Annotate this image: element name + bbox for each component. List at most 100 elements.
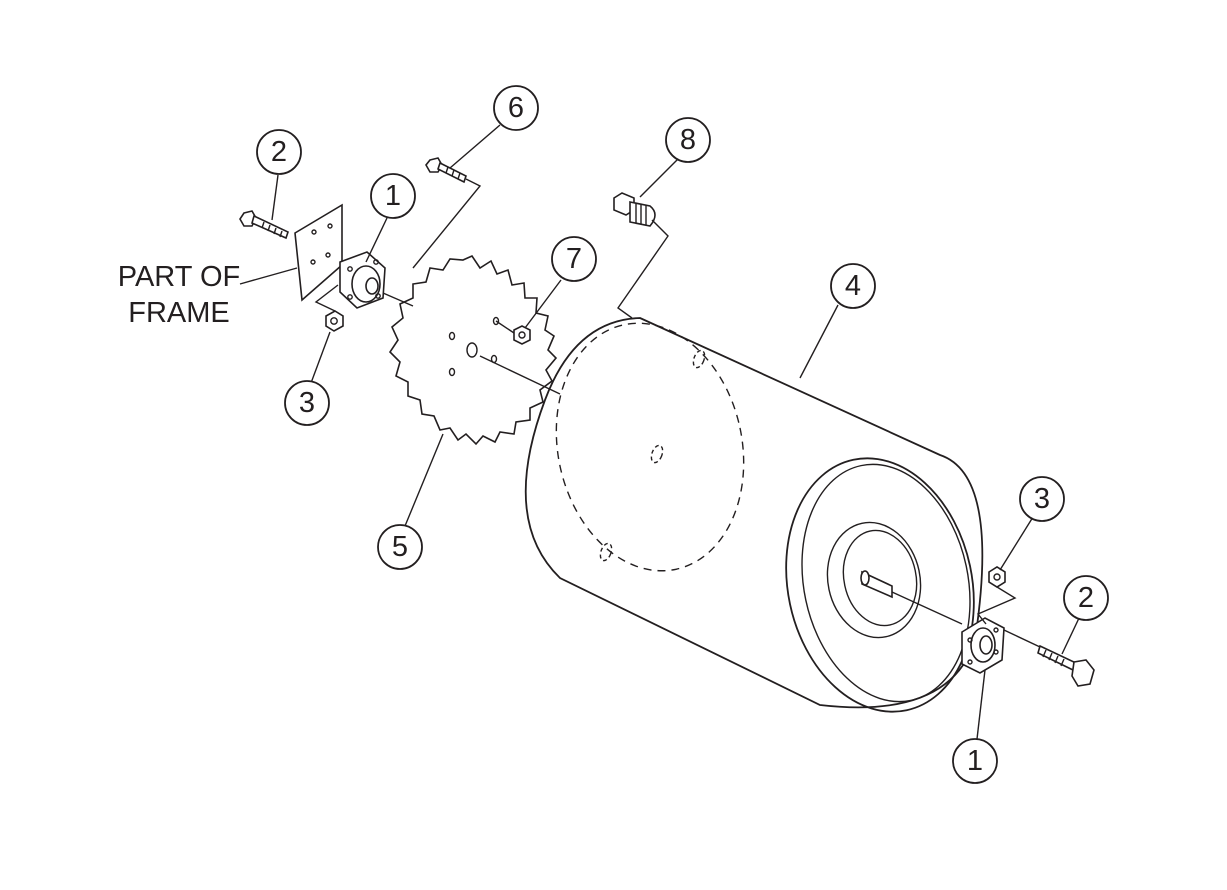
callout-4: 4 [830, 263, 876, 309]
callout-circle [493, 85, 539, 131]
leader-line [999, 516, 1034, 571]
callout-8: 8 [665, 117, 711, 163]
callout-2-right: 2 [1063, 575, 1109, 621]
callout-7: 7 [551, 236, 597, 282]
callout-circle [551, 236, 597, 282]
sprocket-bolt [425, 157, 467, 184]
leader-line [799, 304, 839, 379]
frame-label-line2: FRAME [128, 297, 230, 329]
callout-number: 3 [299, 387, 315, 419]
drum-body [524, 317, 984, 709]
frame-hole [310, 259, 316, 265]
sprocket-nut-assembly-line [495, 320, 515, 334]
right-bearing-bolt-hole [993, 627, 999, 633]
callout-number: 8 [680, 124, 696, 156]
leader-line [449, 124, 501, 169]
axis-line [1003, 629, 1041, 648]
left-bearing-bolt-hole [373, 259, 379, 265]
callout-6: 6 [493, 85, 539, 131]
right-bearing-bore [979, 635, 993, 655]
right-nut-assembly-line [976, 586, 1017, 625]
frame-plate [294, 203, 343, 302]
leader-line [1061, 615, 1081, 655]
assembly-lines [314, 178, 1041, 648]
sprocket-nut-body [513, 325, 531, 345]
leader-line [310, 331, 331, 384]
callout-number: 1 [967, 745, 983, 777]
drum-hub-outer [826, 521, 922, 639]
sprocket-nut [513, 325, 531, 345]
sprocket-hole [448, 367, 456, 377]
right-bearing-bolt-hole [993, 649, 999, 655]
left-bearing-bore [365, 277, 379, 295]
axis-line [891, 591, 963, 625]
callout-circle [1019, 476, 1065, 522]
left-nut [325, 310, 344, 332]
drum-shaft-end [860, 570, 870, 586]
sprocket-hole [448, 331, 456, 341]
frame-hole [327, 223, 333, 229]
left-nut-bore [330, 317, 338, 325]
leader-line [365, 217, 388, 263]
frame-plate-body [294, 203, 343, 302]
callout-number: 3 [1034, 483, 1050, 515]
frame-label-line1: PART OF [118, 261, 240, 293]
left-nut-assembly-line [314, 284, 339, 312]
callout-number: 2 [271, 136, 287, 168]
callout-circle [952, 738, 998, 784]
callout-circle [370, 173, 416, 219]
callout-5: 5 [377, 524, 423, 570]
right-bolt-head [1071, 659, 1095, 687]
leader-line [404, 433, 444, 527]
left-bearing-bolt-hole [347, 266, 353, 272]
callout-circle [377, 524, 423, 570]
callout-number: 7 [566, 243, 582, 275]
callout-circle [284, 380, 330, 426]
right-flange-bearing [961, 617, 1005, 674]
left-bolt-thread [261, 221, 283, 238]
callout-number: 5 [392, 531, 408, 563]
right-nut [988, 566, 1006, 588]
frame-leader-line [239, 267, 298, 285]
right-nut-body [988, 566, 1006, 588]
drum-front-inner-rim [801, 463, 971, 703]
left-nut-body [325, 310, 344, 332]
callout-number: 6 [508, 92, 524, 124]
sprocket-hole [492, 316, 500, 326]
pipe-plug-assembly-line [617, 219, 669, 319]
right-bolt [1037, 644, 1095, 687]
callout-2-left: 2 [256, 129, 302, 175]
right-bearing-bolt-hole [967, 637, 973, 643]
leader-line [639, 156, 681, 198]
leader-line [271, 174, 279, 221]
sprocket-bolt-thread [445, 166, 461, 180]
sprocket-bolt-assembly-line [412, 178, 482, 269]
right-bolt-thread [1042, 649, 1065, 667]
callout-circle [256, 129, 302, 175]
callout-3-right: 3 [1019, 476, 1065, 522]
drum-hole [599, 542, 613, 562]
left-bearing-bolt-hole [347, 294, 353, 300]
drum-hub-inner [842, 529, 918, 627]
left-bearing-bolt-hole [375, 293, 381, 299]
pipe-plug-body [629, 201, 656, 227]
sprocket-body [388, 254, 558, 446]
callout-circle [830, 263, 876, 309]
leader-line [976, 669, 986, 740]
sprocket-nut-bore [518, 331, 526, 339]
leader-lines [239, 124, 1081, 740]
frame-hole [325, 252, 331, 258]
pipe-plug-thread [635, 203, 647, 225]
drum-hole [692, 349, 706, 369]
left-flange-bearing [339, 251, 386, 309]
callout-number: 1 [385, 180, 401, 212]
axis-line [382, 292, 414, 307]
frame-hole [311, 229, 317, 235]
drum-hole [650, 444, 664, 464]
callout-circle [1063, 575, 1109, 621]
right-bearing-bolt-hole [967, 659, 973, 665]
callout-number: 2 [1078, 582, 1094, 614]
callout-3-left: 3 [284, 380, 330, 426]
left-bolt [239, 210, 289, 240]
